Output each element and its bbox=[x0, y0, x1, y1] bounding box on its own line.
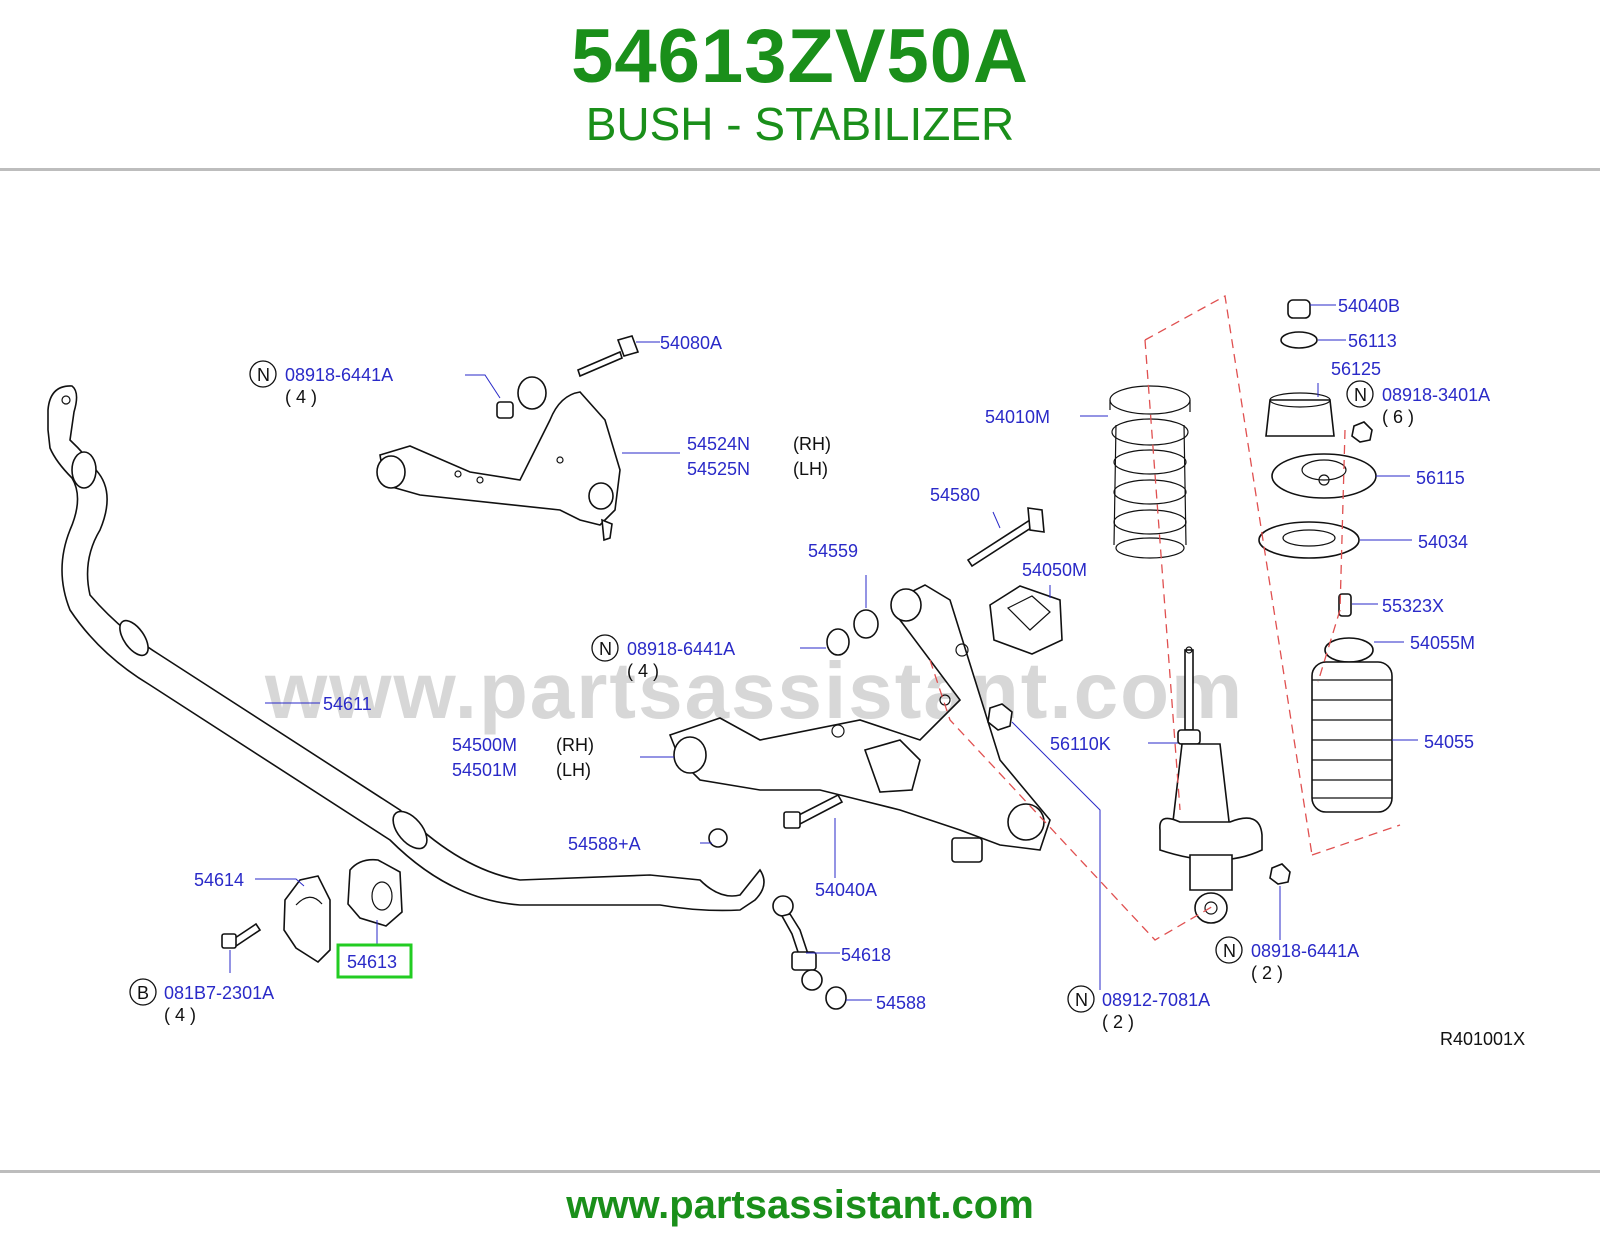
n-marker-1 bbox=[249, 360, 277, 388]
stabilizer-link-drawing bbox=[708, 828, 847, 1010]
n-marker-4 bbox=[1215, 936, 1243, 964]
assembly-outline-bottom bbox=[1311, 824, 1401, 856]
label-56113: 56113 bbox=[1348, 331, 1397, 351]
label-n5-qty: ( 6 ) bbox=[1382, 407, 1414, 427]
label-54055: 54055 bbox=[1424, 732, 1474, 752]
n-marker-1-letter: N bbox=[257, 365, 270, 385]
label-54618: 54618 bbox=[841, 945, 891, 965]
label-54500M: 54500M bbox=[452, 735, 517, 755]
strut-top-components-drawing bbox=[1258, 299, 1393, 813]
assembly-outline-strut-left bbox=[1144, 339, 1181, 811]
label-54559: 54559 bbox=[808, 541, 858, 561]
label-54580: 54580 bbox=[930, 485, 980, 505]
bolt-b-drawing bbox=[221, 922, 262, 949]
label-n5-code: 08918-3401A bbox=[1382, 385, 1490, 405]
n-marker-5-letter: N bbox=[1354, 385, 1367, 405]
footer-divider bbox=[0, 1170, 1600, 1173]
label-lh-1: (LH) bbox=[793, 459, 828, 479]
label-54040B: 54040B bbox=[1338, 296, 1400, 316]
label-54614: 54614 bbox=[194, 870, 244, 890]
footer-url[interactable]: www.partsassistant.com bbox=[566, 1183, 1034, 1227]
label-56115: 56115 bbox=[1416, 468, 1465, 488]
bolt-54080A-drawing bbox=[577, 335, 640, 378]
label-54050M: 54050M bbox=[1022, 560, 1087, 580]
label-54501M: 54501M bbox=[452, 760, 517, 780]
upper-arm-drawing bbox=[376, 376, 621, 542]
label-n3-code: 08912-7081A bbox=[1102, 990, 1210, 1010]
label-n4-qty: ( 2 ) bbox=[1251, 963, 1283, 983]
label-56110K: 56110K bbox=[1050, 734, 1111, 754]
n-marker-2 bbox=[591, 634, 619, 662]
bush-54613-drawing bbox=[347, 858, 403, 927]
part-number-title: 54613ZV50A bbox=[571, 14, 1029, 99]
watermark-text: www.partsassistant.com bbox=[264, 646, 1244, 735]
n-marker-2-letter: N bbox=[599, 639, 612, 659]
label-54613: 54613 bbox=[347, 952, 397, 972]
b-marker-letter: B bbox=[137, 983, 149, 1003]
leader-54580 bbox=[992, 511, 1001, 529]
n-marker-3 bbox=[1067, 985, 1095, 1013]
shock-absorber-drawing bbox=[1159, 646, 1291, 924]
label-54524N: 54524N bbox=[687, 434, 750, 454]
nut-56110K-drawing bbox=[987, 703, 1013, 731]
label-54034: 54034 bbox=[1418, 532, 1468, 552]
bolt-54040A-drawing bbox=[783, 793, 844, 829]
assembly-outline-knuckle bbox=[929, 659, 1216, 941]
label-55323X: 55323X bbox=[1382, 596, 1444, 616]
label-54588: 54588 bbox=[876, 993, 926, 1013]
label-n2-qty: ( 4 ) bbox=[627, 661, 659, 681]
lower-arm-drawing bbox=[668, 584, 1051, 863]
leader-n1 bbox=[465, 374, 501, 399]
label-54588A: 54588+A bbox=[568, 834, 641, 854]
part-name-subtitle: BUSH - STABILIZER bbox=[585, 98, 1015, 150]
b-marker bbox=[129, 978, 157, 1006]
page-header: 54613ZV50A BUSH - STABILIZER bbox=[0, 0, 1600, 170]
bushing-54559-drawing bbox=[826, 609, 879, 656]
n-marker-3-letter: N bbox=[1075, 990, 1088, 1010]
label-b-code: 081B7-2301A bbox=[164, 983, 274, 1003]
label-n1-code: 08918-6441A bbox=[285, 365, 393, 385]
assembly-outline-strut bbox=[1144, 294, 1313, 856]
label-lh-2: (LH) bbox=[556, 760, 591, 780]
label-n2-code: 08918-6441A bbox=[627, 639, 735, 659]
label-54611: 54611 bbox=[323, 694, 372, 714]
label-rh-1: (RH) bbox=[793, 434, 831, 454]
label-54010M: 54010M bbox=[985, 407, 1050, 427]
header-divider bbox=[0, 168, 1600, 171]
highlight-box-54613 bbox=[336, 943, 413, 979]
nut-n1-drawing bbox=[496, 401, 514, 419]
label-n1-qty: ( 4 ) bbox=[285, 387, 317, 407]
bumper-54050M-drawing bbox=[989, 585, 1063, 655]
label-b-qty: ( 4 ) bbox=[164, 1005, 196, 1025]
label-n4-code: 08918-6441A bbox=[1251, 941, 1359, 961]
label-54525N: 54525N bbox=[687, 459, 750, 479]
assembly-outline-column bbox=[1317, 429, 1346, 683]
stabilizer-bar-drawing bbox=[47, 385, 765, 912]
label-54055M: 54055M bbox=[1410, 633, 1475, 653]
leader-n3 bbox=[1011, 721, 1101, 990]
leader-54614 bbox=[255, 878, 305, 887]
label-56125: 56125 bbox=[1331, 359, 1381, 379]
label-54040A: 54040A bbox=[815, 880, 877, 900]
bracket-54614-drawing bbox=[283, 875, 331, 964]
diagram-code: R401001X bbox=[1440, 1029, 1525, 1049]
n-marker-5 bbox=[1346, 380, 1374, 408]
label-n3-qty: ( 2 ) bbox=[1102, 1012, 1134, 1032]
label-rh-2: (RH) bbox=[556, 735, 594, 755]
n-marker-4-letter: N bbox=[1223, 941, 1236, 961]
bolt-54580-drawing bbox=[966, 507, 1045, 568]
coil-spring-drawing bbox=[1109, 385, 1191, 559]
label-54080A: 54080A bbox=[660, 333, 722, 353]
